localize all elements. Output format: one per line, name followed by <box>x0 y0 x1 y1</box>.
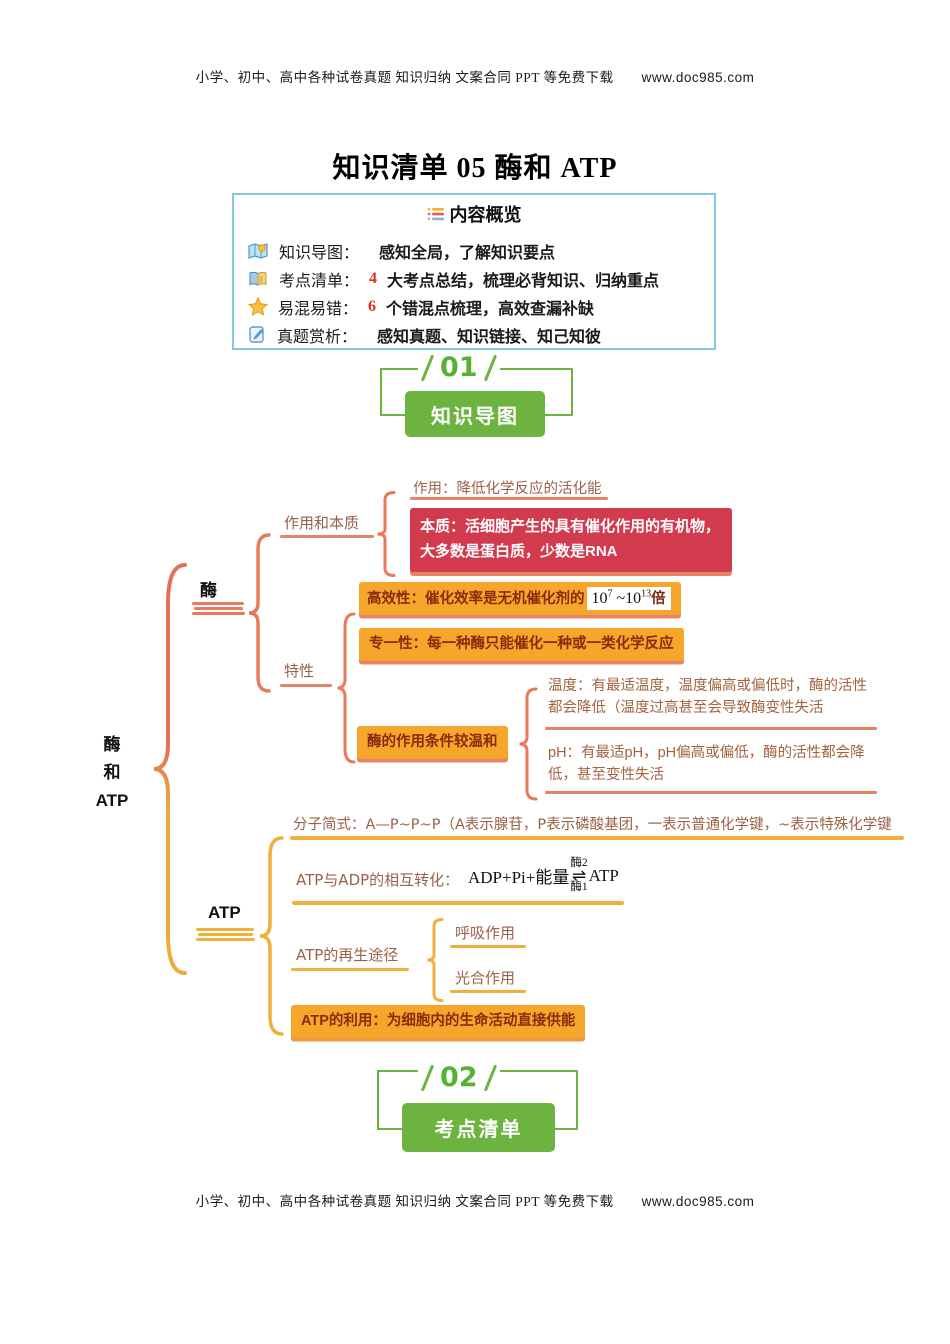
atp-regen-label: ATP的再生途径 <box>296 946 399 964</box>
enzyme-underline <box>192 602 245 615</box>
footer-url-link[interactable]: www.doc985.com <box>641 1194 755 1209</box>
enzyme-brace <box>247 533 271 693</box>
footer-text: 小学、初中、高中各种试卷真题 知识归纳 文案合同 PPT 等免费下载 <box>195 1194 614 1209</box>
overview-item-label: 真题赏析： <box>277 328 358 346</box>
mild-condition-box: 酶的作用条件较温和 <box>357 726 508 760</box>
overview-item: 考点清单： 4 大考点总结，梳理必背知识、归纳重点 <box>234 265 714 292</box>
slash-icon <box>483 353 497 382</box>
branch-role-nature: 作用和本质 <box>284 514 360 532</box>
atp-brace <box>258 836 284 1036</box>
slash-icon <box>420 1063 435 1092</box>
overview-title-row: 内容概览 <box>234 201 714 227</box>
overview-item: 易混易错： 6 个错混点梳理，高效查漏补缺 <box>234 293 714 320</box>
slash-icon <box>420 353 435 382</box>
page-header: 小学、初中、高中各种试卷真题 知识归纳 文案合同 PPT 等免费下载 www.do… <box>0 66 950 86</box>
atp-formula-line: 分子简式：A—P~P~P（A表示腺苷，P表示磷酸基团，一表示普通化学键，~表示特… <box>293 817 892 833</box>
efficiency-value: 107 ~1013倍 <box>586 587 671 611</box>
formula-left: ADP+Pi+能量 <box>468 868 570 888</box>
root-line: 和 <box>103 763 121 782</box>
section-1-number: 01 <box>440 352 478 383</box>
root-line: ATP <box>95 791 129 810</box>
header-url-link[interactable]: www.doc985.com <box>641 70 755 85</box>
mild-brace <box>518 687 538 801</box>
map-icon <box>248 242 269 260</box>
reversible-arrow-icon: ⇌ <box>571 865 587 886</box>
role-nature-brace <box>376 491 396 577</box>
overview-title: 内容概览 <box>449 205 522 225</box>
atp-usage-box: ATP的利用：为细胞内的生命活动直接供能 <box>291 1005 586 1039</box>
regen-path-respiration: 呼吸作用 <box>455 924 516 942</box>
specificity-box: 专一性：每一种酶只能催化一种或一类化学反应 <box>359 628 684 662</box>
overview-item-text: 个错混点梳理，高效查漏补缺 <box>386 300 595 318</box>
root-brace <box>152 563 188 975</box>
overview-item: 知识导图： 感知全局，了解知识要点 <box>234 237 714 264</box>
regen-path-photosynthesis: 光合作用 <box>455 969 516 987</box>
enzyme-role-text: 作用：降低化学反应的活化能 <box>413 481 602 497</box>
overview-item-label: 易混易错： <box>278 300 359 318</box>
temperature-text: 温度：有最适温度，温度偏高或偏低时，酶的活性都会降低（温度过高甚至会导致酶变性失… <box>548 678 867 717</box>
page-footer: 小学、初中、高中各种试卷真题 知识归纳 文案合同 PPT 等免费下载 www.do… <box>0 1190 950 1210</box>
slash-icon <box>483 1063 497 1092</box>
tablet-pen-icon <box>248 325 267 344</box>
section-2-number-row: 02 <box>418 1062 500 1093</box>
overview-item-text: 感知真题、知识链接、知己知彼 <box>377 328 602 346</box>
list-icon <box>427 206 444 222</box>
formula-right: ATP <box>588 865 619 885</box>
root-line: 酶 <box>103 735 121 754</box>
efficiency-text: 高效性：催化效率是无机催化剂的 <box>367 591 585 607</box>
overview-item-text: 大考点总结，梳理必背知识、归纳重点 <box>387 272 660 290</box>
section-2-banner: 考点清单 <box>402 1103 555 1152</box>
overview-item-number: 6 <box>368 297 377 315</box>
overview-item-label: 知识导图： <box>279 244 360 262</box>
star-icon <box>248 297 268 316</box>
enzyme-node: 酶 <box>200 581 217 600</box>
atp-underline <box>196 928 255 941</box>
overview-item-number: 4 <box>369 269 378 287</box>
overview-item-label: 考点清单： <box>279 272 360 290</box>
overview-item: 真题赏析： 感知真题、知识链接、知己知彼 <box>234 321 714 348</box>
header-text: 小学、初中、高中各种试卷真题 知识归纳 文案合同 PPT 等免费下载 <box>195 70 614 85</box>
book-icon <box>248 270 269 288</box>
mindmap-root: 酶 和 ATP <box>88 731 136 815</box>
traits-brace <box>336 612 356 764</box>
section-1-number-row: 01 <box>418 352 500 383</box>
regen-brace <box>426 918 444 1002</box>
atp-conversion-label: ATP与ADP的相互转化： <box>296 871 460 889</box>
atp-conversion-formula: ADP+Pi+能量 酶2 ⇌ 酶1 ATP <box>468 857 619 894</box>
ph-text: pH：有最适pH，pH偏高或偏低，酶的活性都会降低，甚至变性失活 <box>548 745 865 784</box>
section-1-banner: 知识导图 <box>405 391 545 437</box>
atp-node: ATP <box>208 903 241 922</box>
enzyme-nature-box: 本质：活细胞产生的具有催化作用的有机物，大多数是蛋白质，少数是RNA <box>410 508 732 572</box>
branch-traits: 特性 <box>284 662 315 680</box>
equilibrium-arrows: 酶2 ⇌ 酶1 <box>570 857 588 894</box>
section-2-number: 02 <box>440 1062 478 1093</box>
overview-item-text: 感知全局，了解知识要点 <box>379 244 556 262</box>
content-overview-box: 内容概览 知识导图： 感知全局，了解知识要点 <box>232 193 716 350</box>
page-title: 知识清单 05 酶和 ATP <box>332 153 618 184</box>
